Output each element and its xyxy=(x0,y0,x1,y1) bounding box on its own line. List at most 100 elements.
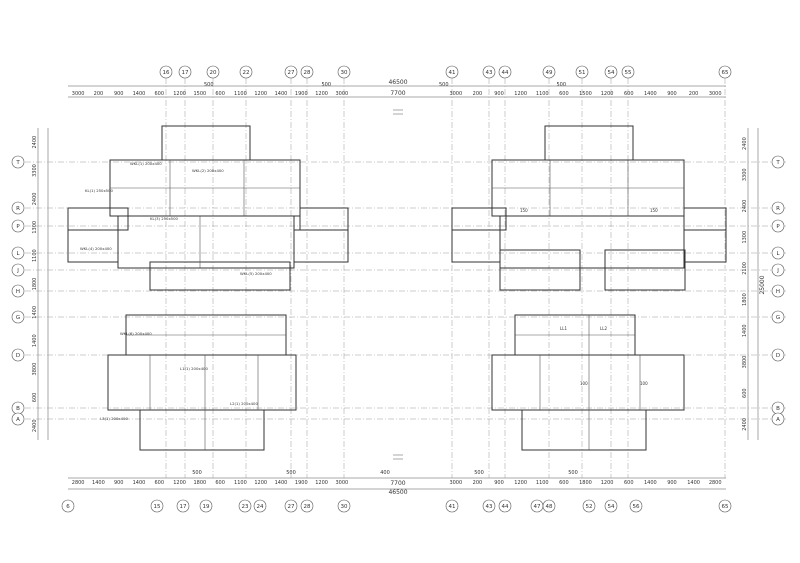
right-row-A-circle xyxy=(771,412,785,426)
top-left-dim: 600 xyxy=(155,91,165,97)
right-row-dim: 600 xyxy=(742,388,748,398)
bottom-axis-44-circle xyxy=(498,499,512,513)
right-row-A-label: A xyxy=(776,417,780,423)
top-left-dim: 1200 xyxy=(315,91,328,97)
top-axis-22-circle xyxy=(239,65,253,79)
bottom-left-dim: 1400 xyxy=(275,480,288,486)
left-row-J-circle xyxy=(11,263,25,277)
top-upper-dim: 500 xyxy=(556,82,566,88)
side-total-dim: 25000 xyxy=(759,275,766,294)
bottom-left-dim: 1200 xyxy=(315,480,328,486)
top-left-dim: 1400 xyxy=(275,91,288,97)
right-row-L-label: L xyxy=(776,251,780,257)
left-row-T-circle xyxy=(11,155,25,169)
top-axis-20-circle xyxy=(206,65,220,79)
left-row-dim: 1100 xyxy=(32,249,38,262)
bottom-upper-dim: 400 xyxy=(380,470,390,476)
bottom-axis-19-label: 19 xyxy=(203,504,210,510)
top-axis-17-circle xyxy=(178,65,192,79)
bottom-upper-dim: 500 xyxy=(192,470,202,476)
right-row-J-circle xyxy=(771,263,785,277)
right-row-dim: 2400 xyxy=(742,200,748,213)
top-axis-43-circle xyxy=(482,65,496,79)
bottom-left-dim: 1400 xyxy=(92,480,105,486)
top-axis-43-label: 43 xyxy=(486,70,493,76)
right-row-P-circle xyxy=(771,219,785,233)
top-left-dim: 3000 xyxy=(72,91,85,97)
bottom-left-dim: 1800 xyxy=(193,480,206,486)
beam-label: WKL(1) 200x400 xyxy=(130,161,162,166)
top-axis-65-circle xyxy=(718,65,732,79)
top-left-dim: 600 xyxy=(215,91,225,97)
bottom-axis-48-circle xyxy=(542,499,556,513)
right-row-H-circle xyxy=(771,284,785,298)
bottom-right-dim: 900 xyxy=(494,480,504,486)
right-row-R-circle xyxy=(771,201,785,215)
left-row-dim: 1800 xyxy=(32,278,38,291)
right-row-dim: 2400 xyxy=(742,137,748,150)
bottom-axis-28-label: 28 xyxy=(304,504,311,510)
beam-label: WKL(6) 200x400 xyxy=(120,331,152,336)
bottom-upper-dim: 500 xyxy=(474,470,484,476)
bottom-axis-48-label: 48 xyxy=(546,504,553,510)
beam-label: L1(1) 200x400 xyxy=(180,366,208,371)
bottom-axis-43-circle xyxy=(482,499,496,513)
bottom-right-dim: 3000 xyxy=(449,480,462,486)
left-row-dim: 2400 xyxy=(32,136,38,149)
break-symbols xyxy=(393,109,403,460)
top-axis-27-circle xyxy=(284,65,298,79)
dimension-frame: 46500 46500 7700 7700 25000 xyxy=(37,79,766,496)
bottom-right-dim: 1400 xyxy=(644,480,657,486)
bottom-axis-65-circle xyxy=(718,499,732,513)
bottom-axis-17-circle xyxy=(176,499,190,513)
top-upper-dim: 500 xyxy=(439,82,449,88)
left-row-R-label: R xyxy=(16,206,20,212)
left-row-A-label: A xyxy=(16,417,20,423)
top-left-dim: 1200 xyxy=(173,91,186,97)
top-right-dim: 600 xyxy=(559,91,569,97)
bottom-total-dim: 46500 xyxy=(388,489,407,496)
right-row-dim: 1300 xyxy=(742,231,748,244)
top-axis-41-circle xyxy=(445,65,459,79)
right-row-G-circle xyxy=(771,310,785,324)
top-right-dim: 3000 xyxy=(449,91,462,97)
top-left-dim: 1900 xyxy=(295,91,308,97)
bottom-right-dim: 1200 xyxy=(601,480,614,486)
right-row-dim: 1400 xyxy=(742,324,748,337)
bottom-axis-19-circle xyxy=(199,499,213,513)
bottom-left-dim: 1100 xyxy=(234,480,247,486)
bottom-axis-15-label: 15 xyxy=(154,504,161,510)
top-axis-30-label: 30 xyxy=(341,70,348,76)
top-total-dim: 46500 xyxy=(388,79,407,86)
top-axis-16-circle xyxy=(159,65,173,79)
top-axis-27-label: 27 xyxy=(288,70,295,76)
top-axis-54-circle xyxy=(604,65,618,79)
right-row-dim: 3300 xyxy=(742,168,748,181)
beam-label: WKL(4) 200x400 xyxy=(80,246,112,251)
top-left-dim: 3000 xyxy=(335,91,348,97)
bottom-axis-56-label: 56 xyxy=(633,504,640,510)
top-axis-17-label: 17 xyxy=(182,70,189,76)
right-row-dim: 2400 xyxy=(742,418,748,431)
right-row-R-label: R xyxy=(776,206,780,212)
beam-label: LL2 xyxy=(600,326,607,331)
right-row-B-label: B xyxy=(776,406,780,412)
bottom-upper-dim: 500 xyxy=(286,470,296,476)
top-upper-dim: 500 xyxy=(204,82,214,88)
top-axis-44-label: 44 xyxy=(502,70,509,76)
bottom-right-dim: 2800 xyxy=(709,480,722,486)
top-upper-dim: 500 xyxy=(321,82,331,88)
top-axis-16-label: 16 xyxy=(163,70,170,76)
left-row-dim: 2400 xyxy=(32,419,38,432)
left-row-G-label: G xyxy=(16,315,20,321)
bottom-left-dim: 1200 xyxy=(173,480,186,486)
bottom-axis-17-label: 17 xyxy=(180,504,187,510)
top-left-dim: 1500 xyxy=(193,91,206,97)
bottom-axis-15-circle xyxy=(150,499,164,513)
left-row-D-circle xyxy=(11,348,25,362)
bottom-right-dim: 1200 xyxy=(514,480,527,486)
right-row-T-circle xyxy=(771,155,785,169)
top-right-dim: 1500 xyxy=(579,91,592,97)
